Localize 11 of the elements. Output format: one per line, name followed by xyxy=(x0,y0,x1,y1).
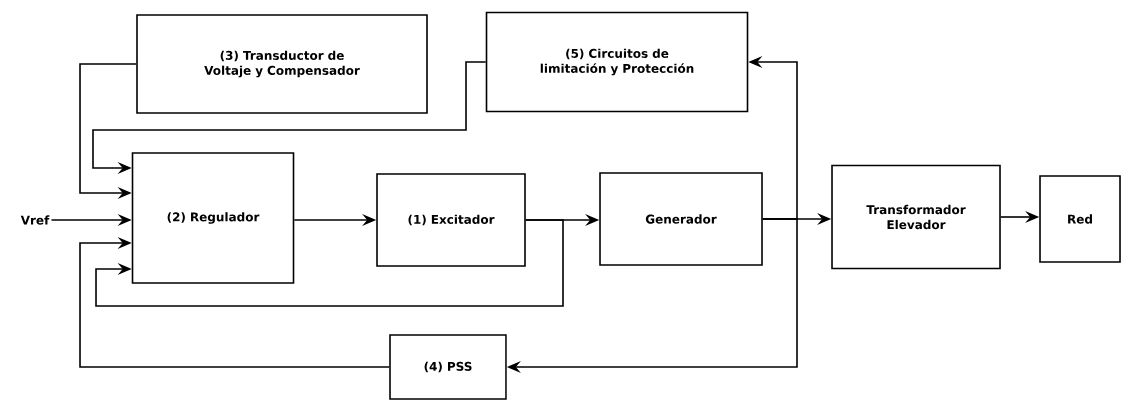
arrow xyxy=(79,236,390,368)
block-box: (4) PSS xyxy=(389,334,507,400)
block-box: (1) Excitador xyxy=(376,173,526,267)
block-box: Red xyxy=(1039,175,1121,263)
block-box: Transformador Elevador xyxy=(831,164,1001,270)
block-box: (5) Circuitos de limitación y Protección xyxy=(485,11,749,113)
block-box: Generador xyxy=(599,172,763,266)
block-box: (2) Regulador xyxy=(131,152,295,284)
arrow xyxy=(95,219,564,307)
block-box: (3) Transductor de Voltaje y Compensador xyxy=(136,14,428,114)
input-label: Vref xyxy=(20,215,50,225)
